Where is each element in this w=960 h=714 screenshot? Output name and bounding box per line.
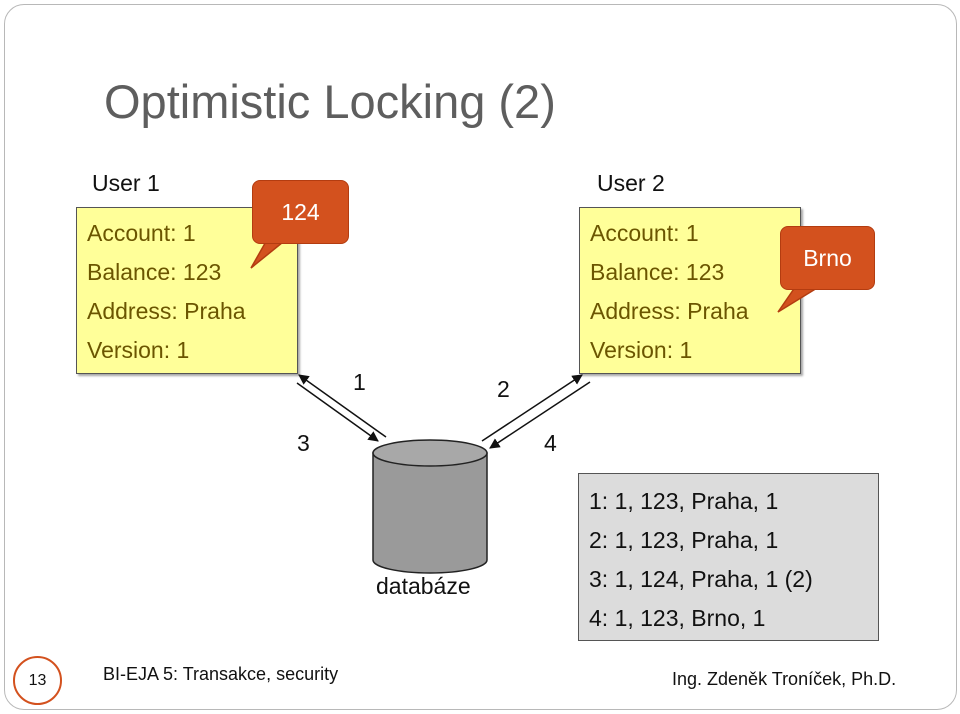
arrow-3 <box>296 382 379 442</box>
log-entry-1: 1: 1, 123, Praha, 1 <box>589 488 779 514</box>
user2-account: Account: 1 <box>590 220 699 246</box>
arrow-1 <box>298 374 387 438</box>
arrow-label-3: 3 <box>297 430 310 456</box>
user1-callout: 124 <box>252 180 349 244</box>
database-label: databáze <box>376 573 471 599</box>
arrow-label-1: 1 <box>353 369 366 395</box>
slide-title: Optimistic Locking (2) <box>104 75 556 128</box>
log-entry-3: 3: 1, 124, Praha, 1 (2) <box>589 566 813 592</box>
user2-version: Version: 1 <box>590 337 693 363</box>
user2-record-box: Account: 1 Balance: 123 Address: Praha V… <box>579 207 801 374</box>
version-log-box: 1: 1, 123, Praha, 1 2: 1, 123, Praha, 1 … <box>578 473 879 641</box>
user1-balance: Balance: 123 <box>87 259 222 285</box>
user1-account: Account: 1 <box>87 220 196 246</box>
database-cylinder <box>372 439 488 574</box>
log-entry-4: 4: 1, 123, Brno, 1 <box>589 605 766 631</box>
user1-address: Address: Praha <box>87 298 246 324</box>
arrow-4 <box>489 381 591 449</box>
arrow-label-4: 4 <box>544 430 557 456</box>
footer-course: BI-EJA 5: Transakce, security <box>103 664 339 684</box>
log-entry-2: 2: 1, 123, Praha, 1 <box>589 527 779 553</box>
user2-callout: Brno <box>780 226 875 290</box>
user2-address: Address: Praha <box>590 298 749 324</box>
user1-label: User 1 <box>92 170 160 196</box>
user2-label: User 2 <box>597 170 665 196</box>
user2-balance: Balance: 123 <box>590 259 725 285</box>
arrow-2 <box>481 374 583 442</box>
arrow-label-2: 2 <box>497 376 510 402</box>
user1-version: Version: 1 <box>87 337 190 363</box>
page-number: 13 <box>13 656 62 705</box>
footer-author: Ing. Zdeněk Troníček, Ph.D. <box>672 669 897 689</box>
